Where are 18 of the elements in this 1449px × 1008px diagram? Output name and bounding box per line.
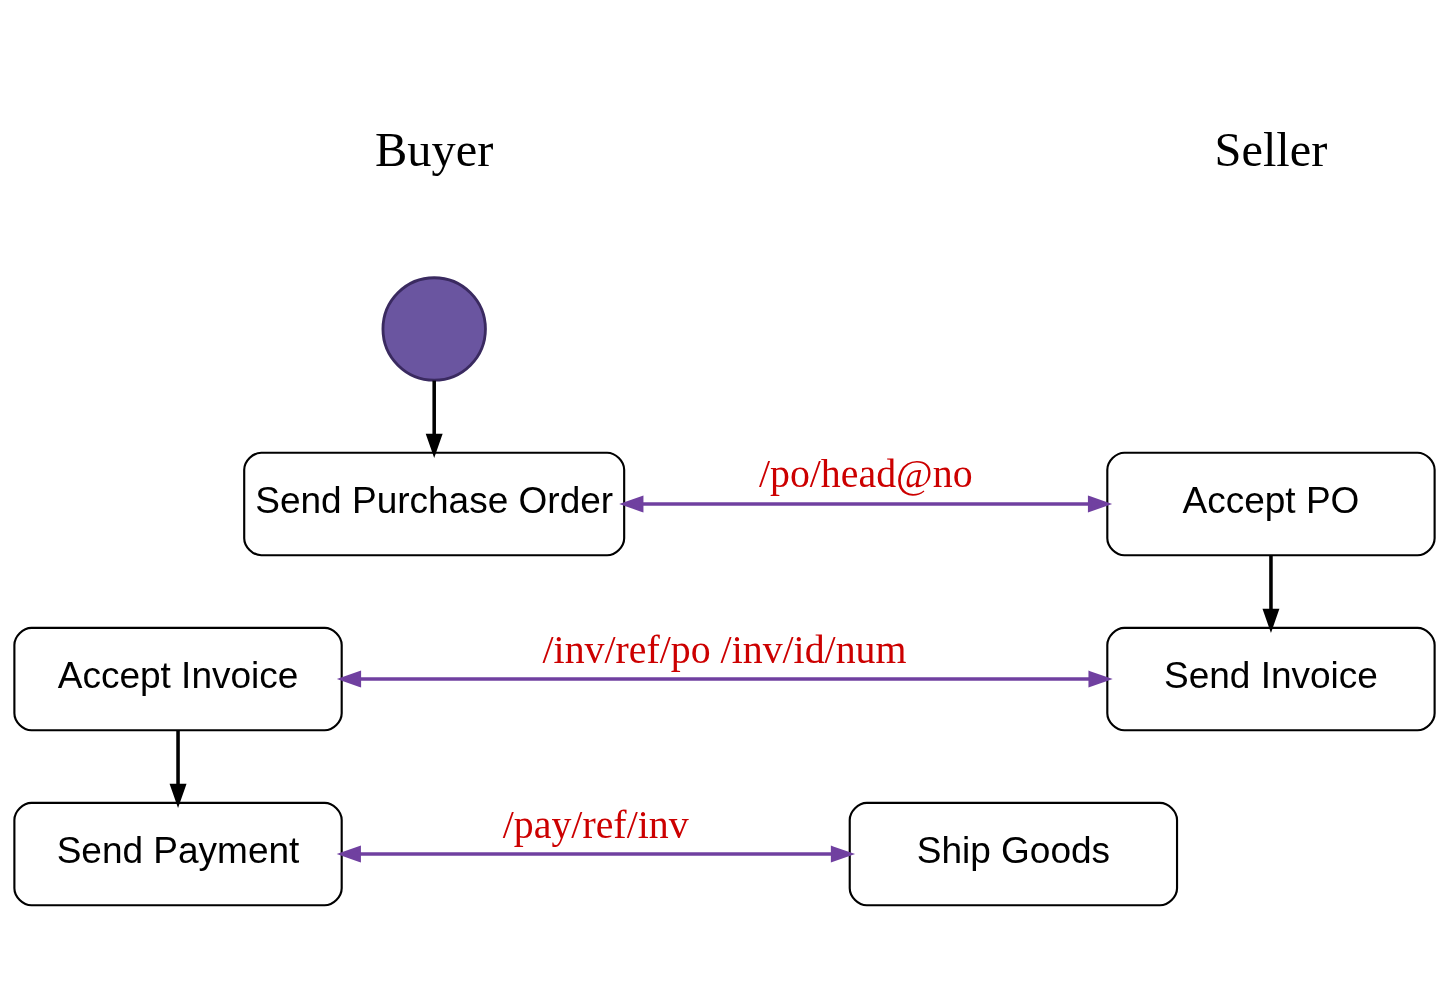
arrow — [619, 495, 1113, 513]
edge-label: /inv/ref/po /inv/id/num — [542, 626, 907, 672]
node-box: Accept PO — [1106, 451, 1436, 557]
node-box: Send Purchase Order — [243, 451, 626, 557]
node-circle — [381, 276, 487, 382]
arrow — [425, 380, 443, 458]
node-box: Send Payment — [13, 801, 343, 907]
label: Buyer — [375, 123, 494, 177]
arrow — [336, 670, 1113, 688]
arrow — [336, 845, 856, 863]
edge-label: /pay/ref/inv — [502, 801, 689, 847]
label: Seller — [1214, 123, 1328, 177]
node-box: Ship Goods — [848, 801, 1179, 907]
edge-label: /po/head@no — [758, 451, 973, 497]
arrow — [1262, 555, 1280, 633]
node-box: Send Invoice — [1106, 626, 1436, 732]
node-box: Accept Invoice — [13, 626, 343, 732]
arrow — [169, 730, 187, 808]
